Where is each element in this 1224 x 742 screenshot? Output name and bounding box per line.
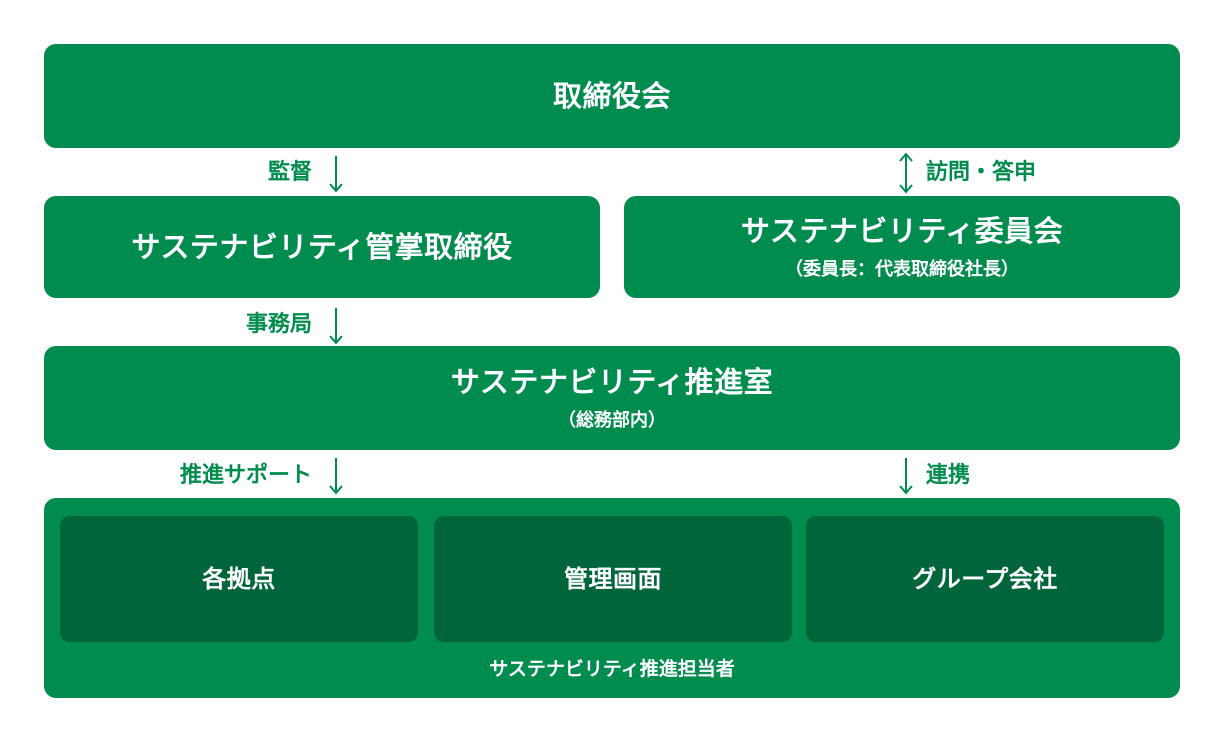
visit-reply-arrow-icon — [899, 152, 913, 194]
visit-reply-label: 訪問・答申 — [926, 160, 1037, 185]
promotion-support-label: 推進サポート — [179, 463, 312, 488]
unit-box-sites: 各拠点 — [60, 516, 418, 642]
unit-box-group-companies: グループ会社 — [806, 516, 1164, 642]
sustainability-officer-box: サステナビリティ管掌取締役 — [44, 196, 600, 298]
cooperation-arrow-icon — [899, 458, 913, 495]
supervision-label: 監督 — [267, 160, 312, 185]
sustainability-committee-title: サステナビリティ委員会 — [740, 213, 1064, 248]
sustainability-promotion-office-box: サステナビリティ推進室 （総務部内） — [44, 346, 1180, 450]
promotion-staff-label: サステナビリティ推進担当者 — [489, 658, 735, 680]
sustainability-committee-box: サステナビリティ委員会 （委員長：代表取締役社長） — [624, 196, 1180, 298]
promotion-support-arrow-icon — [329, 458, 343, 495]
board-of-directors-box: 取締役会 — [44, 44, 1180, 148]
unit-box-admin-screen: 管理画面 — [434, 516, 792, 642]
sustainability-promotion-office-subtitle: （総務部内） — [558, 409, 666, 431]
cooperation-label: 連携 — [926, 463, 971, 488]
secretariat-label: 事務局 — [245, 312, 312, 337]
unit-label-admin-screen: 管理画面 — [564, 564, 662, 593]
sustainability-promotion-office-title: サステナビリティ推進室 — [450, 364, 774, 399]
unit-label-group-companies: グループ会社 — [912, 564, 1058, 593]
secretariat-arrow-icon — [329, 308, 343, 345]
unit-label-sites: 各拠点 — [202, 564, 276, 593]
board-of-directors-title: 取締役会 — [552, 78, 671, 113]
sustainability-committee-subtitle: （委員長：代表取締役社長） — [785, 258, 1019, 280]
sustainability-officer-title: サステナビリティ管掌取締役 — [131, 229, 513, 264]
supervision-arrow-icon — [329, 156, 343, 193]
